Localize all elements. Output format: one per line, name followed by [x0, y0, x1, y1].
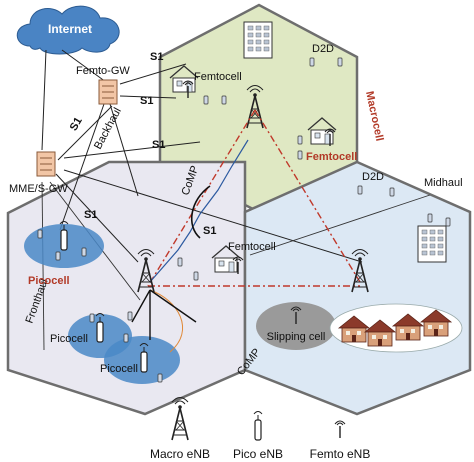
core-links	[41, 49, 363, 263]
picocell-label-3: Picocell	[100, 363, 138, 375]
comp-arc-left	[149, 289, 183, 353]
macrocell-label: Macrocell	[363, 90, 385, 142]
femtocell-label-1: Femtocell	[194, 71, 242, 83]
femtocell-label-2: Femtocell	[306, 151, 357, 163]
comp-arrow	[191, 185, 211, 239]
d2d-label-1: D2D	[312, 43, 334, 55]
legend-femto-icon	[334, 420, 346, 439]
mme-label: MME/S-GW	[9, 183, 68, 195]
office-building-top	[243, 21, 273, 59]
legend-macro-label: Macro eNB	[150, 447, 210, 461]
femto-gw-label: Femto-GW	[76, 65, 130, 77]
picocell-label-1: Picocell	[28, 275, 70, 287]
s1-label-1: S1	[150, 51, 163, 63]
legend-pico-icon	[253, 410, 263, 441]
femtocell-label-3: Femtocell	[228, 241, 276, 253]
midhaul-label: Midhaul	[424, 177, 463, 189]
legend: Macro eNB Pico eNB Femto eNB	[150, 396, 371, 461]
s1-label-4: S1	[68, 115, 85, 133]
internet-label: Internet	[48, 22, 92, 36]
mme-server	[36, 151, 56, 177]
slipping-cell-bubble	[256, 302, 336, 350]
slipping-cell-label: Slipping cell	[267, 331, 326, 343]
femto-gw-server	[98, 79, 118, 105]
d2d-label-2: D2D	[362, 171, 384, 183]
legend-femto-label: Femto eNB	[310, 447, 371, 461]
midhaul-link	[249, 194, 431, 256]
office-building-right	[417, 225, 447, 263]
comp-links	[149, 139, 249, 283]
legend-macro-icon	[171, 396, 189, 441]
s1-label-3: S1	[152, 139, 165, 151]
s1-label-2: S1	[140, 95, 153, 107]
internet-cloud: Internet	[16, 5, 120, 55]
backhaul-label: Backhaul	[92, 106, 124, 152]
s1-label-5: S1	[84, 209, 97, 221]
s1-label-6: S1	[203, 225, 216, 237]
picocell-label-2: Picocell	[50, 333, 88, 345]
x2-links	[147, 109, 361, 287]
comp-arrows-lower	[131, 289, 197, 340]
macrocell-hexagon-right	[243, 160, 472, 416]
legend-pico-label: Pico eNB	[233, 447, 283, 461]
